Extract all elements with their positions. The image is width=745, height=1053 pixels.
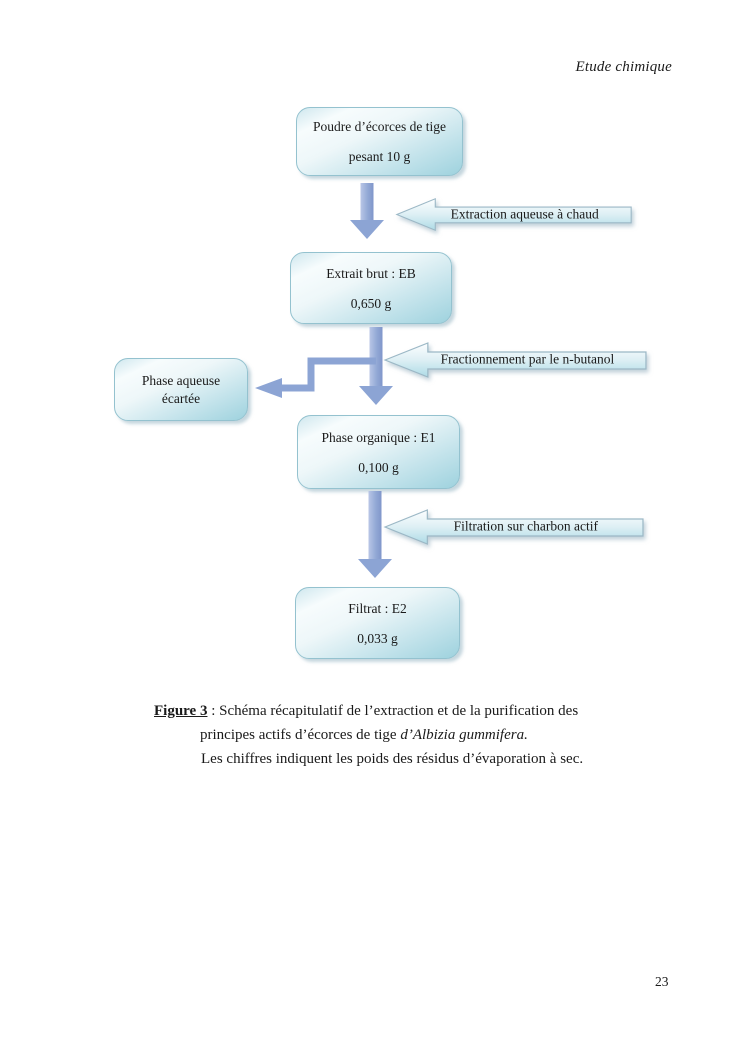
page-number: 23 bbox=[655, 974, 669, 989]
process-arrow-filtration: Filtration sur charbon actif bbox=[383, 507, 645, 547]
flow-box-text: Poudre d’écorces de tige bbox=[312, 119, 447, 134]
flow-box-extrait-brut: Extrait brut : EB 0,650 g bbox=[290, 252, 452, 324]
figure-caption-line1: Figure 3 : Schéma récapitulatif de l’ext… bbox=[154, 703, 578, 720]
process-arrow-label: Fractionnement par le n-butanol bbox=[440, 351, 615, 367]
figure-label: Figure 3 bbox=[154, 703, 208, 719]
flow-box-value: 0,650 g bbox=[350, 295, 392, 311]
process-arrow-fractionnement: Fractionnement par le n-butanol bbox=[383, 340, 648, 380]
chapter-header: Etude chimique bbox=[575, 59, 672, 75]
flow-box-poudre: Poudre d’écorces de tige pesant 10 g bbox=[296, 107, 463, 176]
species-name: d’Albizia gummifera. bbox=[400, 727, 528, 743]
left-block-arrow-icon bbox=[395, 197, 632, 232]
flow-box-text: Filtrat : E2 bbox=[348, 600, 407, 616]
figure-caption-line3: Les chiffres indiquent les poids des rés… bbox=[201, 751, 583, 768]
caption-text: Les chiffres indiquent les poids des rés… bbox=[201, 751, 584, 767]
process-arrow-label: Extraction aqueuse à chaud bbox=[450, 206, 599, 222]
flow-box-value: pesant 10 g bbox=[348, 149, 411, 164]
left-block-arrow-icon bbox=[383, 509, 644, 545]
left-block-arrow-icon bbox=[383, 342, 647, 378]
flow-box-phase-organique: Phase organique : E1 0,100 g bbox=[297, 415, 460, 489]
caption-text: Schéma récapitulatif de l’extraction et … bbox=[219, 703, 579, 719]
flow-box-value: 0,033 g bbox=[357, 630, 398, 646]
process-arrow-label: Filtration sur charbon actif bbox=[453, 518, 598, 534]
flow-box-text: Phase organique : E1 bbox=[321, 429, 436, 445]
caption-text: principes actifs d’écorces de tige bbox=[200, 727, 401, 743]
flow-box-text: Extrait brut : EB bbox=[326, 265, 416, 281]
figure-caption-line2: principes actifs d’écorces de tige d’Alb… bbox=[200, 727, 528, 744]
caption-separator: : bbox=[207, 703, 220, 719]
flow-box-filtrat: Filtrat : E2 0,033 g bbox=[295, 587, 460, 659]
flow-box-phase-aqueuse: Phase aqueuse écartée bbox=[114, 358, 248, 421]
process-arrow-extraction: Extraction aqueuse à chaud bbox=[395, 196, 633, 233]
down-arrow-icon bbox=[358, 491, 392, 578]
flow-box-text: Phase aqueuse bbox=[141, 373, 221, 388]
flow-box-text: écartée bbox=[161, 391, 201, 406]
elbow-arrow-icon bbox=[255, 357, 376, 398]
down-arrow-icon bbox=[350, 183, 384, 239]
flow-box-value: 0,100 g bbox=[358, 459, 399, 475]
down-arrow-icon bbox=[359, 327, 393, 405]
